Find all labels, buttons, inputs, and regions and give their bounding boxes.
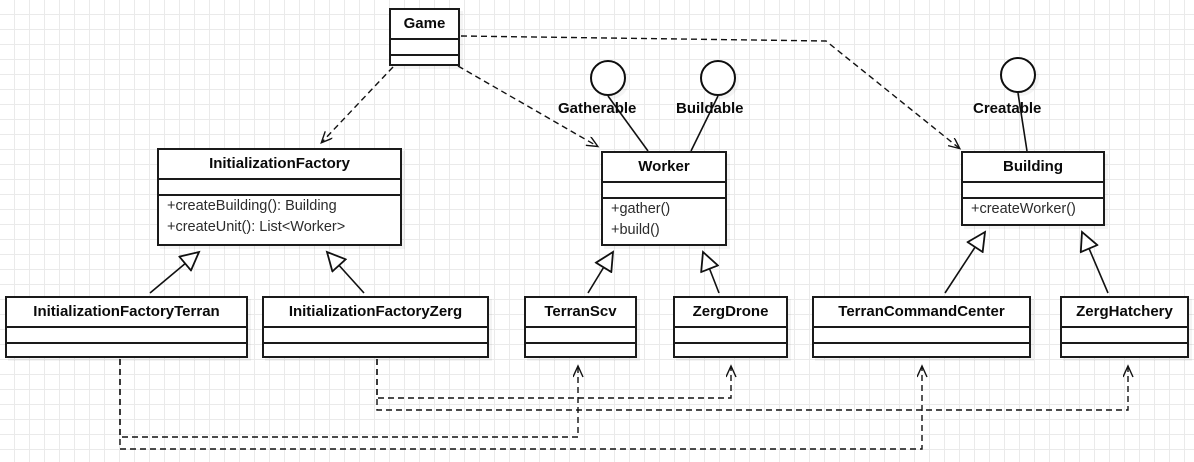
class-operations-initializationfactoryzerg: [264, 344, 487, 358]
class-attributes-initializationfactory: [159, 180, 400, 196]
interface-circle-creatable-icon: [1000, 57, 1036, 93]
class-operations-initializationfactory: +createBuilding(): Building +createUnit(…: [159, 196, 400, 244]
class-name-terranscv: TerranScv: [526, 298, 635, 328]
class-game[interactable]: Game: [389, 8, 460, 66]
class-attributes-zerghatchery: [1062, 328, 1187, 344]
class-name-zerghatchery: ZergHatchery: [1062, 298, 1187, 328]
class-zerghatchery[interactable]: ZergHatchery: [1060, 296, 1189, 358]
class-name-building: Building: [963, 153, 1103, 183]
interface-label-gatherable: Gatherable: [558, 100, 637, 117]
edge-initializationfactoryterran-generalization: [149, 252, 199, 294]
class-building[interactable]: Building +createWorker(): [961, 151, 1105, 226]
class-attributes-terranscv: [526, 328, 635, 344]
class-operations-initializationfactoryterran: [7, 344, 246, 358]
class-initializationfactory[interactable]: InitializationFactory +createBuilding():…: [157, 148, 402, 246]
class-name-terrancommandcenter: TerranCommandCenter: [814, 298, 1029, 328]
class-operations-worker: +gather() +build(): [603, 199, 725, 244]
edge-game-to-initializationfactory: [322, 66, 394, 142]
class-name-game: Game: [391, 10, 458, 40]
operation-createunit: +createUnit(): List<Worker>: [167, 219, 346, 235]
edge-initializationfactoryzerg-to-zerghatchery: [376, 359, 1128, 411]
operation-build: +build(): [611, 222, 660, 238]
class-terrancommandcenter[interactable]: TerranCommandCenter: [812, 296, 1031, 358]
edge-zerghatchery-generalization: [1082, 232, 1109, 294]
class-name-initializationfactory: InitializationFactory: [159, 150, 400, 180]
class-attributes-initializationfactoryzerg: [264, 328, 487, 344]
class-initializationfactoryterran[interactable]: InitializationFactoryTerran: [5, 296, 248, 358]
class-operations-zergdrone: [675, 344, 786, 358]
interface-label-creatable: Creatable: [973, 100, 1042, 117]
class-operations-building: +createWorker(): [963, 199, 1103, 224]
edge-initializationfactoryterran-to-terranscv: [119, 359, 578, 438]
class-attributes-building: [963, 183, 1103, 199]
class-name-initializationfactoryterran: InitializationFactoryTerran: [7, 298, 246, 328]
class-operations-game: [391, 56, 458, 70]
interface-label-buildable: Buildable: [676, 100, 744, 117]
class-name-zergdrone: ZergDrone: [675, 298, 786, 328]
operation-createbuilding: +createBuilding(): Building: [167, 198, 337, 214]
class-worker[interactable]: Worker +gather() +build(): [601, 151, 727, 246]
class-initializationfactoryzerg[interactable]: InitializationFactoryZerg: [262, 296, 489, 358]
edge-initializationfactoryzerg-to-zergdrone: [376, 359, 731, 399]
class-terranscv[interactable]: TerranScv: [524, 296, 637, 358]
class-attributes-worker: [603, 183, 725, 199]
edge-initializationfactoryzerg-generalization: [327, 252, 365, 294]
class-attributes-initializationfactoryterran: [7, 328, 246, 344]
class-operations-zerghatchery: [1062, 344, 1187, 358]
operation-gather: +gather(): [611, 201, 671, 217]
edge-terrancommandcenter-generalization: [944, 232, 985, 294]
class-attributes-zergdrone: [675, 328, 786, 344]
edge-initializationfactoryterran-to-terrancommandcenter: [119, 359, 922, 450]
edge-terranscv-generalization: [587, 252, 613, 294]
class-name-initializationfactoryzerg: InitializationFactoryZerg: [264, 298, 487, 328]
operation-createworker: +createWorker(): [971, 201, 1076, 217]
class-attributes-terrancommandcenter: [814, 328, 1029, 344]
interface-circle-gatherable-icon: [590, 60, 626, 96]
class-operations-terrancommandcenter: [814, 344, 1029, 358]
class-operations-terranscv: [526, 344, 635, 358]
class-attributes-game: [391, 40, 458, 56]
class-name-worker: Worker: [603, 153, 725, 183]
class-zergdrone[interactable]: ZergDrone: [673, 296, 788, 358]
edge-zergdrone-generalization: [703, 252, 720, 294]
interface-circle-buildable-icon: [700, 60, 736, 96]
